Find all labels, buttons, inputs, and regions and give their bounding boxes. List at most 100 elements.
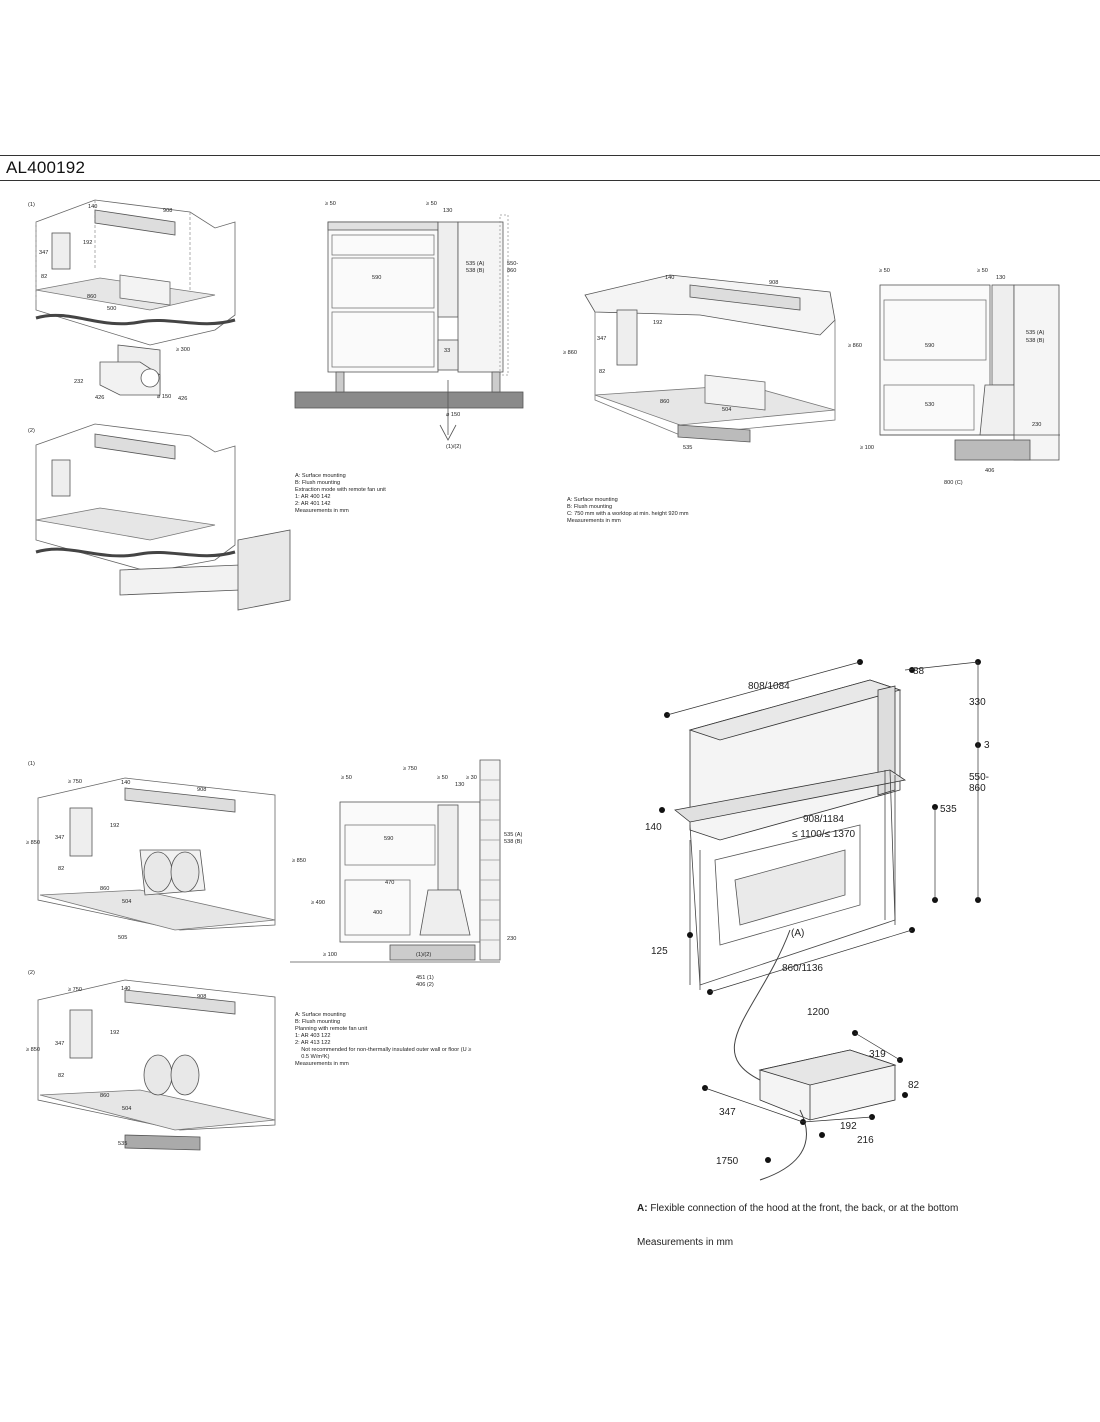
tr-note-line: Measurements in mm bbox=[567, 518, 621, 524]
tl-note-line: B: Flush mounting bbox=[295, 480, 341, 486]
tl-fig2-label: (2) bbox=[28, 428, 35, 434]
tl-s-550: 550- bbox=[507, 261, 518, 267]
bl-note-line: B: Flush mounting bbox=[295, 1019, 341, 1025]
dimension-dots bbox=[659, 659, 981, 1163]
bl-note-line: Planning with remote fan unit bbox=[295, 1026, 368, 1032]
tr-s-ge50a: ≥ 50 bbox=[879, 268, 890, 274]
tr-dim-860: 860 bbox=[660, 399, 669, 405]
br-dim-535: 535 bbox=[940, 804, 957, 815]
tl-note-line: Extraction mode with remote fan unit bbox=[295, 487, 386, 493]
bl-dim-505: 505 bbox=[118, 935, 127, 941]
tl-s-ge50b: ≥ 50 bbox=[426, 201, 437, 207]
bl-dim-192: 192 bbox=[110, 823, 119, 829]
tl-s-ge50a: ≥ 50 bbox=[325, 201, 336, 207]
tl-note-line: 1: AR 400 142 bbox=[295, 494, 331, 500]
tr-notes: A: Surface mounting B: Flush mounting C:… bbox=[567, 497, 689, 525]
tl-s-33: 33 bbox=[444, 348, 450, 354]
br-dim-550: 550- bbox=[969, 772, 989, 783]
bl-notes: A: Surface mounting B: Flush mounting Pl… bbox=[295, 1012, 471, 1068]
tr-s-ge50b: ≥ 50 bbox=[977, 268, 988, 274]
tl-dim-500: 500 bbox=[107, 306, 116, 312]
bl-s-470: 470 bbox=[385, 880, 394, 886]
bl-s-490: ≥ 490 bbox=[311, 900, 325, 906]
tl-s-538: 538 (B) bbox=[466, 268, 484, 274]
bl-dim-750b: ≥ 750 bbox=[68, 987, 82, 993]
tl-dim-192: 192 bbox=[83, 240, 92, 246]
tr-s-530: 530 bbox=[925, 402, 934, 408]
tl-dim-150: ⌀ 150 bbox=[157, 394, 171, 400]
tr-s-538: 538 (B) bbox=[1026, 338, 1044, 344]
br-note-a-key: A: bbox=[637, 1203, 648, 1214]
bl-s-451: 451 (1) bbox=[416, 975, 434, 981]
tl-dim-140: 140 bbox=[88, 204, 97, 210]
bl-note-line: Measurements in mm bbox=[295, 1061, 349, 1067]
bl-s-12: (1)/(2) bbox=[416, 952, 431, 958]
br-dim-3: 3 bbox=[984, 740, 990, 751]
dimension-lines bbox=[666, 661, 979, 1123]
panel-top-left bbox=[35, 199, 524, 611]
bl-dim-140: 140 bbox=[121, 780, 130, 786]
bl-s-ge50a: ≥ 50 bbox=[341, 775, 352, 781]
bl-dim-82b: 82 bbox=[58, 1073, 64, 1079]
tr-dim-140: 140 bbox=[665, 275, 674, 281]
panel-bottom-left bbox=[37, 759, 501, 1151]
tl-s-130: 130 bbox=[443, 208, 452, 214]
br-dim-860: 860 bbox=[969, 783, 986, 794]
br-dim-319: 319 bbox=[869, 1049, 886, 1060]
tl-s-860: 860 bbox=[507, 268, 516, 274]
bl-s-406: 406 (2) bbox=[416, 982, 434, 988]
br-dim-808: 808/1084 bbox=[748, 681, 790, 692]
tl-s-590: 590 bbox=[372, 275, 381, 281]
br-note-a: A: Flexible connection of the hood at th… bbox=[637, 1203, 958, 1214]
bl-s-ge50b: ≥ 50 bbox=[437, 775, 448, 781]
br-dim-908: 908/1184 bbox=[803, 814, 844, 825]
tl-dim-908: 908 bbox=[163, 208, 172, 214]
tr-s-230: 230 bbox=[1032, 422, 1041, 428]
tl-dim-426a: 426 bbox=[95, 395, 104, 401]
bl-dim-850b: ≥ 850 bbox=[26, 1047, 40, 1053]
tr-s-406: 406 bbox=[985, 468, 994, 474]
tr-dim-535: 535 bbox=[683, 445, 692, 451]
bl-s-538: 538 (B) bbox=[504, 839, 522, 845]
tr-dim-504: 504 bbox=[722, 407, 731, 413]
tl-dim-232: 232 bbox=[74, 379, 83, 385]
bl-note-line: 2: AR 413 122 bbox=[295, 1040, 331, 1046]
fig1-cabinet-iso bbox=[35, 199, 236, 396]
br-dim-192: 192 bbox=[840, 1121, 857, 1132]
bl-note-line: Not recommended for non-thermally insula… bbox=[295, 1047, 472, 1053]
tr-dim-347: 347 bbox=[597, 336, 606, 342]
br-note-measurements: Measurements in mm bbox=[637, 1237, 734, 1248]
bl-dim-140b: 140 bbox=[121, 986, 130, 992]
side-section-flush bbox=[879, 284, 1060, 461]
tl-s-12: (1)/(2) bbox=[446, 444, 461, 450]
br-dim-82: 82 bbox=[908, 1080, 920, 1091]
bl-s-535: 535 (A) bbox=[504, 832, 522, 838]
tr-dim-908: 908 bbox=[769, 280, 778, 286]
tl-notes: A: Surface mounting B: Flush mounting Ex… bbox=[295, 473, 386, 515]
bl-dim-860b: 860 bbox=[100, 1093, 109, 1099]
bl-dim-82: 82 bbox=[58, 866, 64, 872]
bl-dim-908: 908 bbox=[197, 787, 206, 793]
remote-fan-unit-drawing bbox=[733, 929, 897, 1181]
fig1-wall-iso bbox=[37, 777, 276, 931]
br-dim-125: 125 bbox=[651, 946, 668, 957]
fig2-wall-iso bbox=[37, 979, 276, 1151]
bl-s-750: ≥ 750 bbox=[403, 766, 417, 772]
title-rule-top bbox=[0, 155, 1100, 156]
tr-s-800: 800 (C) bbox=[944, 480, 963, 486]
br-dim-330: 330 bbox=[969, 697, 986, 708]
bl-dim-504b: 504 bbox=[122, 1106, 131, 1112]
bl-dim-535b: 535 bbox=[118, 1141, 127, 1147]
tr-s-590: 590 bbox=[925, 343, 934, 349]
tl-fig1-label: (1) bbox=[28, 202, 35, 208]
bl-note-line: A: Surface mounting bbox=[295, 1012, 346, 1018]
tr-dim-192: 192 bbox=[653, 320, 662, 326]
bl-dim-347: 347 bbox=[55, 835, 64, 841]
bl-note-line: 0.5 W/m²K) bbox=[295, 1054, 330, 1060]
br-dim-1200: 1200 bbox=[807, 1007, 830, 1018]
bl-dim-192b: 192 bbox=[110, 1030, 119, 1036]
side-section-drawing bbox=[294, 214, 524, 441]
tr-s-100: ≥ 100 bbox=[860, 445, 874, 451]
br-dim-140: 140 bbox=[645, 822, 662, 833]
